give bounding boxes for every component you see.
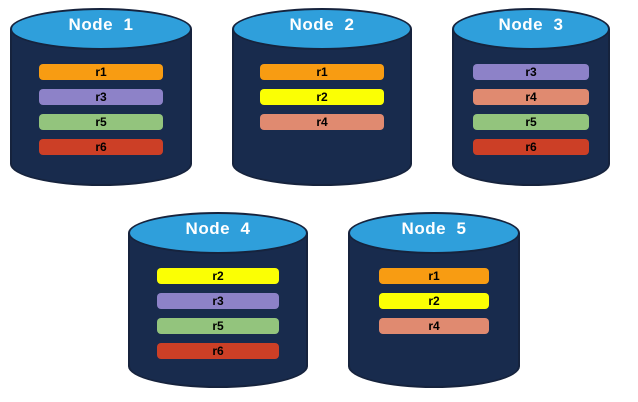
node-cylinder-4[interactable]: Node 4 r2 r3 r5 r6 xyxy=(128,212,308,388)
cylinder-top-4 xyxy=(128,212,308,254)
replica-stack-3: r3 r4 r5 r6 xyxy=(452,64,610,155)
replica-bar[interactable]: r2 xyxy=(260,89,384,105)
node-cylinder-1[interactable]: Node 1 r1 r3 r5 r6 xyxy=(10,8,192,186)
replica-stack-5: r1 r2 r4 xyxy=(348,268,520,334)
replica-bar[interactable]: r2 xyxy=(379,293,489,309)
cylinder-body-3 xyxy=(452,29,610,186)
node-cylinder-3[interactable]: Node 3 r3 r4 r5 r6 xyxy=(452,8,610,186)
replica-bar[interactable]: r6 xyxy=(39,139,163,155)
replica-bar[interactable]: r4 xyxy=(260,114,384,130)
cylinder-body-4 xyxy=(128,233,308,388)
cylinder-top-2 xyxy=(232,8,412,50)
replica-stack-1: r1 r3 r5 r6 xyxy=(10,64,192,155)
cylinder-top-1 xyxy=(10,8,192,50)
cylinder-body-2 xyxy=(232,29,412,186)
cylinder-body-5 xyxy=(348,233,520,388)
replica-bar[interactable]: r4 xyxy=(473,89,589,105)
replica-bar[interactable]: r5 xyxy=(39,114,163,130)
replica-bar[interactable]: r6 xyxy=(473,139,589,155)
replica-stack-2: r1 r2 r4 xyxy=(232,64,412,130)
cylinder-top-5 xyxy=(348,212,520,254)
replica-bar[interactable]: r3 xyxy=(473,64,589,80)
replica-stack-4: r2 r3 r5 r6 xyxy=(128,268,308,359)
replica-bar[interactable]: r2 xyxy=(157,268,279,284)
replica-bar[interactable]: r1 xyxy=(39,64,163,80)
node-cylinder-5[interactable]: Node 5 r1 r2 r4 xyxy=(348,212,520,388)
replica-bar[interactable]: r6 xyxy=(157,343,279,359)
replica-bar[interactable]: r4 xyxy=(379,318,489,334)
replica-bar[interactable]: r5 xyxy=(473,114,589,130)
replica-bar[interactable]: r3 xyxy=(157,293,279,309)
cylinder-top-3 xyxy=(452,8,610,50)
replica-bar[interactable]: r3 xyxy=(39,89,163,105)
replica-bar[interactable]: r1 xyxy=(379,268,489,284)
node-cylinder-2[interactable]: Node 2 r1 r2 r4 xyxy=(232,8,412,186)
replica-bar[interactable]: r1 xyxy=(260,64,384,80)
replica-bar[interactable]: r5 xyxy=(157,318,279,334)
